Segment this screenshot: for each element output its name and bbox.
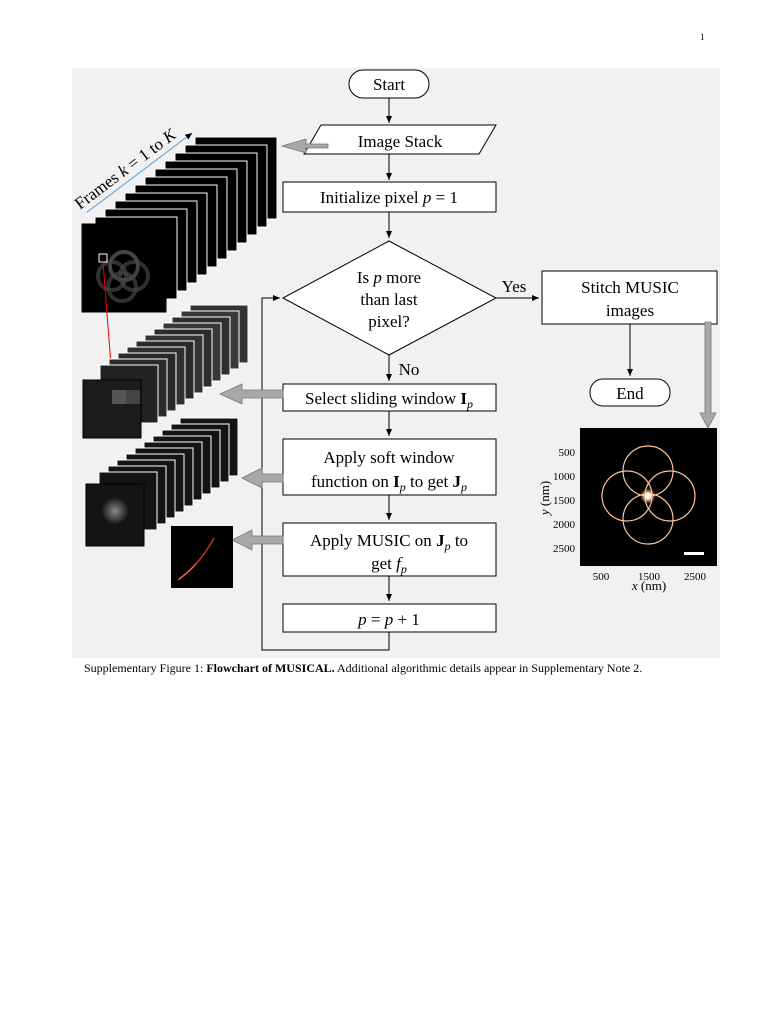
soft-window-line-2: function on Ip to get Jp — [311, 472, 467, 494]
end-label: End — [616, 384, 644, 403]
raw-frame-stack — [81, 136, 278, 313]
initialize-node: Initialize pixel p = 1 — [282, 181, 497, 213]
window-stack — [82, 304, 249, 439]
select-window-node: Select sliding window Ip — [282, 383, 497, 412]
image-stack-node: Image Stack — [303, 124, 497, 155]
increment-label: p = p + 1 — [357, 610, 420, 629]
y-tick: 1500 — [553, 495, 576, 507]
arrow-to-music — [231, 529, 284, 551]
caption-prefix: Supplementary Figure 1: — [84, 661, 207, 675]
figure-caption: Supplementary Figure 1: Flowchart of MUS… — [84, 661, 642, 676]
fp-image — [171, 526, 233, 588]
arrow-to-result — [699, 321, 717, 429]
result-axes: 500 1000 1500 2000 2500 500 1500 2500 — [553, 447, 707, 583]
increment-node: p = p + 1 — [282, 603, 497, 633]
stitch-line-2: images — [606, 301, 654, 320]
decision-line-1: Is p more — [357, 268, 421, 287]
yes-label: Yes — [502, 277, 527, 296]
page-number: 1 — [700, 32, 705, 42]
x-axis-label: x (nm) — [631, 578, 666, 593]
result-image — [580, 428, 717, 566]
stitch-node: Stitch MUSIC images — [541, 270, 718, 325]
music-node: Apply MUSIC on Jp to get fp — [282, 522, 497, 577]
y-tick: 1000 — [553, 471, 576, 483]
music-line-2: get fp — [371, 554, 407, 576]
start-label: Start — [373, 75, 405, 94]
caption-rest: Additional algorithmic details appear in… — [334, 661, 643, 675]
frames-arrow — [86, 132, 193, 213]
x-tick: 500 — [593, 571, 610, 583]
scale-bar — [684, 552, 704, 555]
soft-window-node: Apply soft window function on Ip to get … — [282, 438, 497, 496]
y-axis-label: y (nm) — [537, 481, 552, 517]
music-line-1: Apply MUSIC on Jp to — [310, 531, 468, 553]
arrow-to-stack — [280, 138, 329, 154]
start-node: Start — [348, 69, 430, 99]
soft-window-line-1: Apply soft window — [323, 448, 455, 467]
stitch-line-1: Stitch MUSIC — [581, 278, 679, 297]
arrow-to-soft — [241, 467, 284, 489]
loop-back-arrow — [261, 295, 390, 651]
figure-panel: Start Image Stack Initialize pixel p = 1… — [71, 68, 720, 658]
decision-node: Is p more than last pixel? — [281, 240, 498, 356]
image-stack-label: Image Stack — [358, 132, 443, 151]
x-tick: 2500 — [684, 571, 707, 583]
caption-title: Flowchart of MUSICAL. — [206, 661, 335, 675]
y-tick: 500 — [559, 447, 576, 459]
no-label: No — [399, 360, 420, 379]
y-tick: 2500 — [553, 543, 576, 555]
decision-line-3: pixel? — [368, 312, 410, 331]
arrow-to-window — [219, 383, 284, 405]
soft-window-stack — [85, 417, 239, 547]
select-window-label: Select sliding window Ip — [305, 389, 473, 411]
decision-line-2: than last — [360, 290, 417, 309]
y-tick: 2000 — [553, 519, 576, 531]
grey-arrows — [219, 138, 717, 551]
flowchart-figure: Start Image Stack Initialize pixel p = 1… — [71, 69, 718, 651]
x-tick: 1500 — [638, 571, 661, 583]
initialize-label: Initialize pixel p = 1 — [320, 188, 458, 207]
end-node: End — [589, 378, 671, 407]
